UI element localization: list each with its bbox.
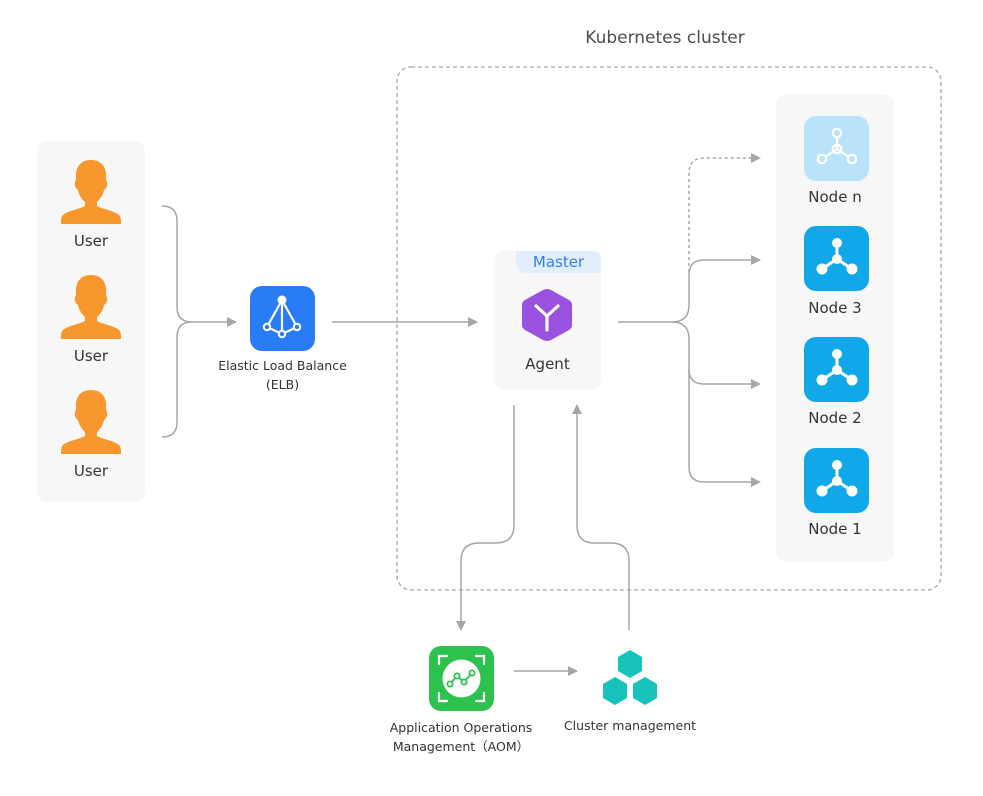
user-label: User: [73, 462, 109, 480]
node-network-icon: [804, 226, 869, 291]
master-to-node-1-connector: [688, 369, 761, 487]
node-label: Node n: [808, 188, 862, 206]
user-icon: [61, 275, 121, 339]
load-balancer-icon: [250, 286, 315, 351]
hexagon-cluster-icon: [603, 650, 657, 705]
master-tab: Master: [516, 251, 601, 273]
user-icon: [61, 390, 121, 454]
users-bracket-connector: [161, 205, 193, 438]
master-to-node-3-connector: [671, 255, 761, 323]
aom-label-line2: Management（AOM）: [392, 739, 530, 754]
master-to-node-2-connector: [671, 321, 761, 389]
node-label: Node 2: [808, 409, 862, 427]
agent-hexagon-icon: [522, 289, 572, 341]
cluster-management-label: Cluster management: [563, 718, 697, 733]
node-network-icon: [804, 448, 869, 513]
cluster-title: Kubernetes cluster: [585, 28, 745, 48]
master-to-aom-connector: [456, 405, 515, 631]
master-to-node-n-connector: [688, 153, 761, 272]
node-label: Node 1: [808, 520, 862, 538]
user-label: User: [73, 347, 109, 365]
elb-label-line1: Elastic Load Balance: [218, 358, 347, 373]
kubernetes-cluster-boundary: [396, 66, 942, 591]
agent-label: Agent: [525, 355, 570, 373]
cluster-mgmt-to-master-connector: [572, 404, 630, 630]
node-network-icon: [804, 337, 869, 402]
user-label: User: [73, 232, 109, 250]
monitoring-chart-icon: [429, 646, 494, 711]
elb-label-line2: (ELB): [265, 377, 300, 392]
node-network-icon: [804, 116, 869, 181]
node-label: Node 3: [808, 299, 862, 317]
aom-label-line1: Application Operations: [389, 720, 533, 735]
user-icon: [61, 160, 121, 224]
